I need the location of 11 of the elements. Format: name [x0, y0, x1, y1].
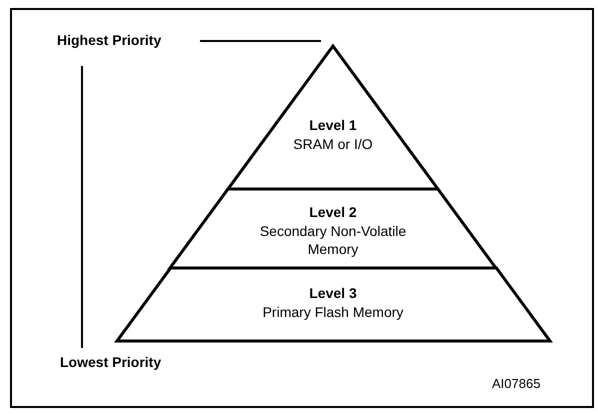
priority-scale-line	[81, 66, 83, 348]
level-heading: Level 2	[308, 203, 358, 221]
level-heading: Level 1	[308, 116, 358, 134]
figure-code: AI07865	[492, 376, 540, 391]
level-heading: Level 3	[308, 284, 358, 302]
level-description: Secondary Non-Volatile Memory	[258, 222, 408, 258]
level-description: SRAM or I/O	[292, 135, 374, 153]
priority-label: Lowest Priority	[60, 354, 162, 370]
level-description: Primary Flash Memory	[262, 303, 404, 321]
priority-label: Highest Priority	[57, 32, 162, 48]
leader-line	[200, 40, 321, 42]
